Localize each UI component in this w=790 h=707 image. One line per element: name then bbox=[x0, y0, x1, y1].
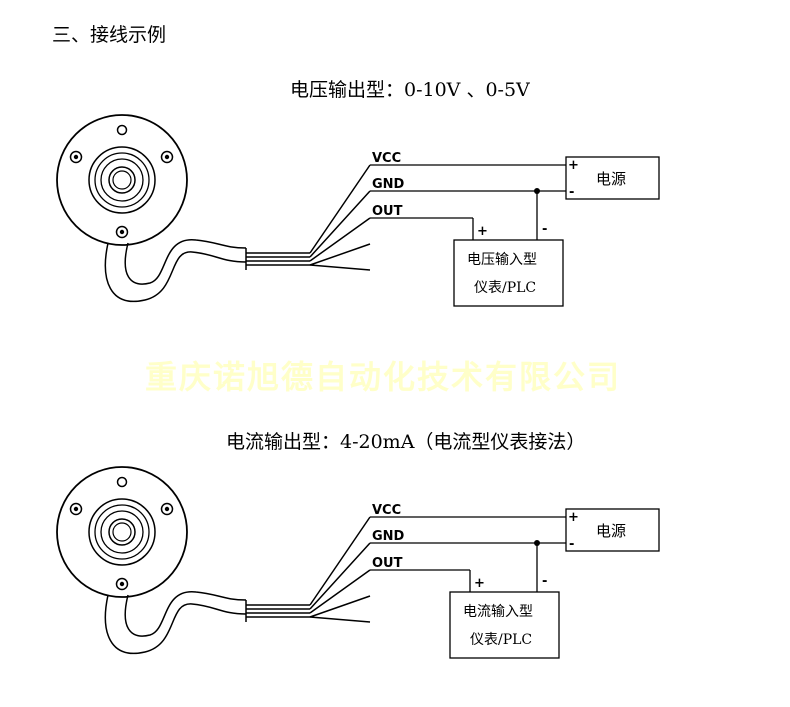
meter-type-label: 电压输入型 bbox=[467, 252, 537, 268]
voltage-wires bbox=[370, 164, 566, 240]
current-wires bbox=[370, 516, 566, 592]
power-supply-box bbox=[565, 508, 660, 552]
current-diagram-title: 电流输出型：4-20mA（电流型仪表接法） bbox=[226, 431, 586, 453]
power-supply-label: 电源 bbox=[596, 170, 626, 188]
meter-plus: + bbox=[477, 224, 488, 239]
encoder-icon bbox=[56, 466, 188, 598]
voltage-diagram-title: 电压输出型：0-10V 、0-5V bbox=[290, 79, 530, 101]
watermark: 重庆诺旭德自动化技术有限公司 bbox=[145, 358, 622, 396]
out-label: OUT bbox=[372, 204, 403, 219]
vcc-label: VCC bbox=[372, 503, 401, 518]
power-supply-label: 电源 bbox=[596, 522, 626, 540]
meter-minus: - bbox=[542, 222, 547, 237]
encoder-icon bbox=[56, 114, 188, 246]
power-plus: + bbox=[568, 158, 579, 173]
meter-type-label: 电流输入型 bbox=[463, 604, 533, 620]
power-plus: + bbox=[568, 510, 579, 525]
power-minus: - bbox=[569, 537, 574, 552]
out-label: OUT bbox=[372, 556, 403, 571]
power-supply-box bbox=[565, 156, 660, 200]
junction-dot bbox=[534, 188, 540, 194]
meter-plc-label: 仪表/PLC bbox=[474, 280, 536, 296]
meter-box bbox=[449, 591, 560, 659]
power-minus: - bbox=[569, 185, 574, 200]
meter-plc-label: 仪表/PLC bbox=[470, 632, 532, 648]
meter-plus: + bbox=[474, 576, 485, 591]
voltage-wiring-diagram: VCC GND OUT + - 电源 + - 电压输入型 仪表/PLC bbox=[56, 114, 660, 307]
junction-dot bbox=[534, 540, 540, 546]
gnd-label: GND bbox=[372, 529, 405, 544]
vcc-label: VCC bbox=[372, 151, 401, 166]
gnd-label: GND bbox=[372, 177, 405, 192]
encoder-cable bbox=[104, 164, 371, 303]
meter-minus: - bbox=[542, 574, 547, 589]
meter-box bbox=[453, 239, 564, 307]
section-title: 三、接线示例 bbox=[52, 24, 167, 46]
current-wiring-diagram: VCC GND OUT + - 电源 + - 电流输入型 仪表/PLC bbox=[56, 466, 660, 659]
encoder-cable bbox=[104, 516, 371, 655]
